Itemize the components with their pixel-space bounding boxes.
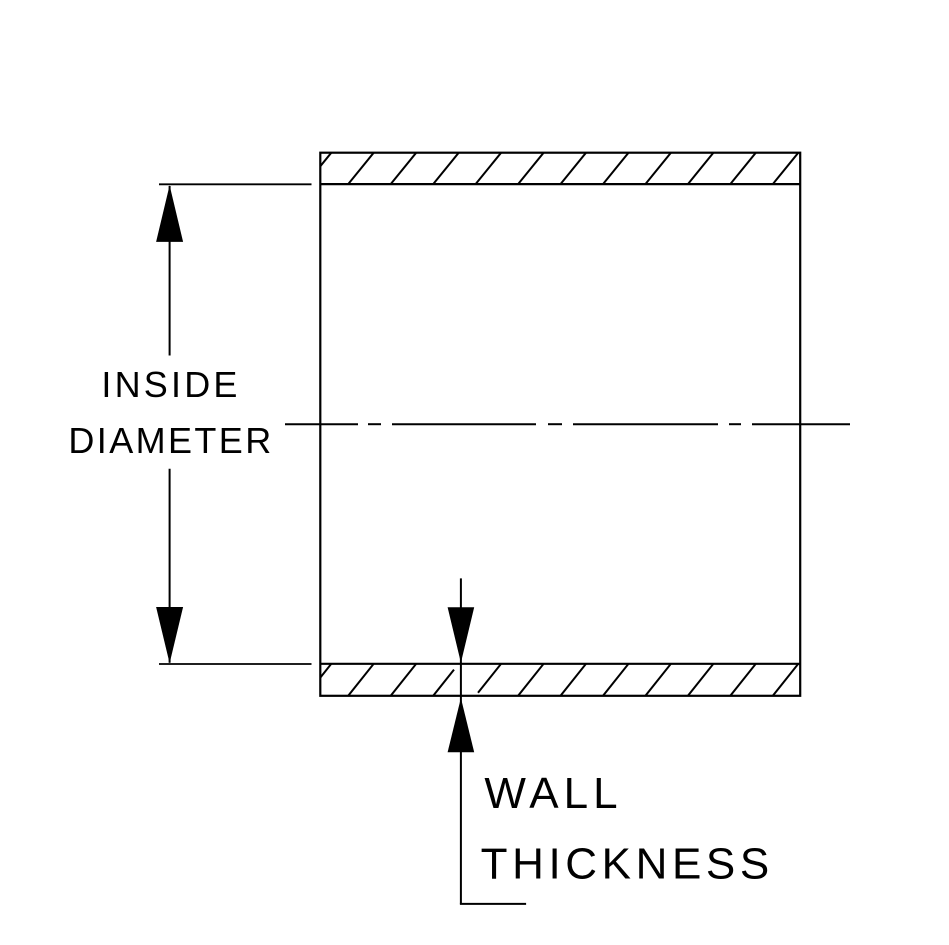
svg-text:THICKNESS: THICKNESS	[481, 840, 774, 889]
svg-text:WALL: WALL	[484, 769, 622, 818]
svg-text:DIAMETER: DIAMETER	[68, 420, 273, 461]
svg-text:INSIDE: INSIDE	[101, 364, 240, 405]
